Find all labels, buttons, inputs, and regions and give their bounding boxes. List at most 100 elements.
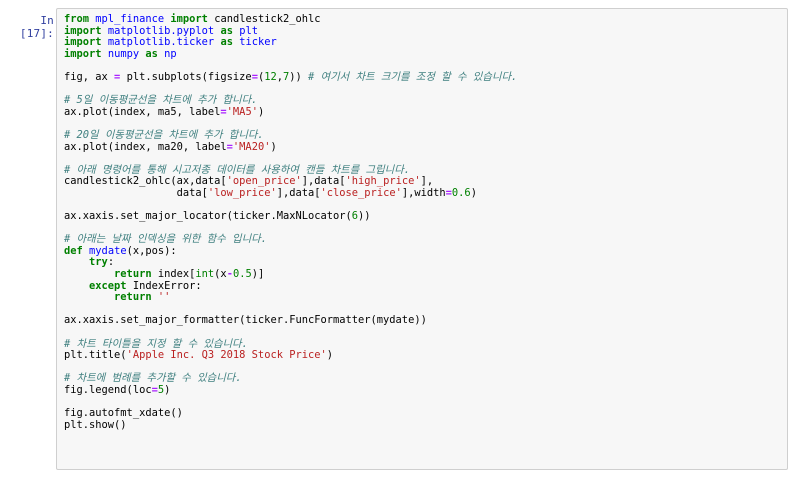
code-token: plt.show() (64, 418, 127, 431)
code-token: ],width (401, 186, 446, 199)
code-token: matplotlib.ticker (107, 36, 215, 49)
code-line[interactable]: ax.xaxis.set_major_locator(ticker.MaxNLo… (64, 210, 781, 223)
code-token (64, 280, 89, 292)
code-token: - (226, 268, 233, 281)
code-line[interactable]: fig.legend(loc=5) (64, 384, 781, 397)
code-line[interactable]: return index[int(x-0.5)] (64, 268, 781, 281)
code-line[interactable]: ax.xaxis.set_major_formatter(ticker.Func… (64, 315, 781, 327)
code-token: import (64, 24, 102, 37)
code-line[interactable]: # 5일 이동평균선을 차트에 추가 합니다. (64, 94, 781, 107)
code-token: matplotlib.pyplot (107, 24, 215, 37)
code-line[interactable]: try: (64, 257, 781, 269)
code-token: 'low_price' (207, 186, 277, 199)
code-line[interactable]: # 20일 이동평균선을 차트에 추가 합니다. (64, 128, 781, 142)
code-token: 0.6 (451, 186, 471, 199)
code-token (64, 268, 114, 280)
code-token: data[ (64, 186, 208, 199)
code-token: ax.plot(index, ma20, label (64, 140, 227, 153)
code-line[interactable]: # 아래 명령어를 통해 시고저종 데이터를 사용하여 캔들 차트를 그립니다. (64, 163, 781, 177)
code-token: plt.title( (64, 349, 127, 362)
code-line[interactable]: return '' (64, 291, 781, 304)
code-editor[interactable]: from mpl_finance import candlestick2_ohl… (56, 8, 788, 470)
code-token: 'close_price' (320, 186, 402, 199)
code-token: int (195, 268, 215, 281)
code-token: from (64, 13, 90, 25)
code-line[interactable]: plt.title('Apple Inc. Q3 2018 Stock Pric… (64, 349, 781, 362)
code-token: import (64, 47, 102, 60)
code-line[interactable]: candlestick2_ohlc(ax,data['open_price'],… (64, 176, 781, 188)
code-line[interactable]: import matplotlib.ticker as ticker (64, 36, 781, 49)
code-line[interactable]: import matplotlib.pyplot as plt (64, 24, 781, 38)
code-token: # 차트 타이틀을 지정 할 수 있습니다. (64, 337, 248, 350)
code-token: ax.xaxis.set_major_formatter(ticker.Func… (64, 314, 427, 327)
code-line[interactable]: # 차트 타이틀을 지정 할 수 있습니다. (64, 337, 781, 351)
code-line[interactable]: ax.plot(index, ma20, label='MA20') (64, 140, 781, 154)
code-line[interactable]: except IndexError: (64, 279, 781, 293)
code-token: fig.legend(loc (64, 384, 152, 396)
code-token: )) (289, 70, 309, 83)
code-token: # 20일 이동평균선을 차트에 추가 합니다. (64, 128, 264, 141)
code-token: as (220, 24, 233, 37)
code-token: = (114, 70, 121, 83)
code-token: plt.subplots(figsize (120, 70, 252, 83)
code-token: 0.5 (232, 268, 252, 281)
code-token: = (220, 105, 227, 118)
code-token: 'MA20' (232, 140, 271, 153)
code-token: candlestick2_ohlc(ax,data[ (64, 175, 227, 188)
code-token: ) (326, 349, 334, 362)
code-line[interactable]: ax.plot(index, ma5, label='MA5') (64, 105, 781, 119)
code-line[interactable]: # 차트에 범례를 추가할 수 있습니다. (64, 373, 781, 385)
code-token: = (151, 384, 158, 396)
code-token: # 여기서 차트 크기를 조정 할 수 있습니다. (308, 70, 518, 83)
code-token: '' (157, 291, 171, 304)
code-token: # 아래 명령어를 통해 시고저종 데이터를 사용하여 캔들 차트를 그립니다. (64, 163, 411, 176)
code-token: IndexError: (126, 279, 202, 292)
code-token: )) (358, 210, 371, 223)
code-token: except (89, 279, 127, 292)
code-token (64, 291, 114, 303)
code-token: import (64, 36, 102, 49)
code-token: , (276, 70, 283, 83)
code-token: ax.xaxis.set_major_locator(ticker.MaxNLo… (64, 210, 352, 223)
code-token: 'Apple Inc. Q3 2018 Stock Price' (126, 349, 327, 362)
code-token: # 5일 이동평균선을 차트에 추가 합니다. (64, 94, 258, 107)
code-line[interactable]: # 아래는 날짜 인덱싱을 위한 함수 입니다. (64, 233, 781, 246)
code-token: = (226, 140, 233, 153)
code-token: 12 (264, 70, 277, 83)
code-token: 'open_price' (226, 175, 302, 188)
code-token: # 차트에 범례를 추가할 수 있습니다. (64, 372, 242, 385)
code-token: 'high_price' (345, 175, 421, 188)
code-token: return (114, 291, 152, 304)
code-token: : (107, 256, 115, 269)
code-token: ) (470, 186, 477, 199)
code-token: np (164, 47, 177, 60)
code-line[interactable]: data['low_price'],data['close_price'],wi… (64, 186, 781, 200)
code-token: 7 (283, 70, 290, 83)
code-token: ticker (239, 36, 277, 49)
code-token: index[ (151, 268, 196, 281)
code-line[interactable]: plt.show() (64, 418, 781, 432)
code-token: plt (239, 24, 258, 37)
code-line[interactable]: fig, ax = plt.subplots(figsize=(12,7)) #… (64, 70, 781, 84)
code-token: = (251, 70, 258, 83)
code-token: ],data[ (276, 186, 321, 199)
code-token: mpl_finance (95, 13, 165, 25)
code-token: (x,pos): (126, 244, 177, 257)
code-token: ( (257, 70, 265, 83)
code-token: ax.plot(index, ma5, label (64, 105, 221, 118)
code-token: 6 (351, 210, 359, 223)
code-line[interactable]: def mydate(x,pos): (64, 244, 781, 258)
code-token: ) (270, 140, 277, 153)
cell-prompt: In [17]: (19, 14, 54, 40)
code-token: )] (251, 268, 265, 281)
code-token: as (220, 36, 233, 49)
code-token: (x (214, 268, 227, 281)
code-token: return (114, 268, 152, 281)
code-token: # 아래는 날짜 인덱싱을 위한 함수 입니다. (64, 233, 267, 246)
code-line[interactable]: import numpy as np (64, 47, 781, 61)
code-line[interactable]: from mpl_finance import candlestick2_ohl… (64, 13, 781, 26)
code-line[interactable]: fig.autofmt_xdate() (64, 407, 781, 420)
code-lines[interactable]: from mpl_finance import candlestick2_ohl… (64, 13, 781, 432)
code-token: ) (164, 384, 171, 396)
